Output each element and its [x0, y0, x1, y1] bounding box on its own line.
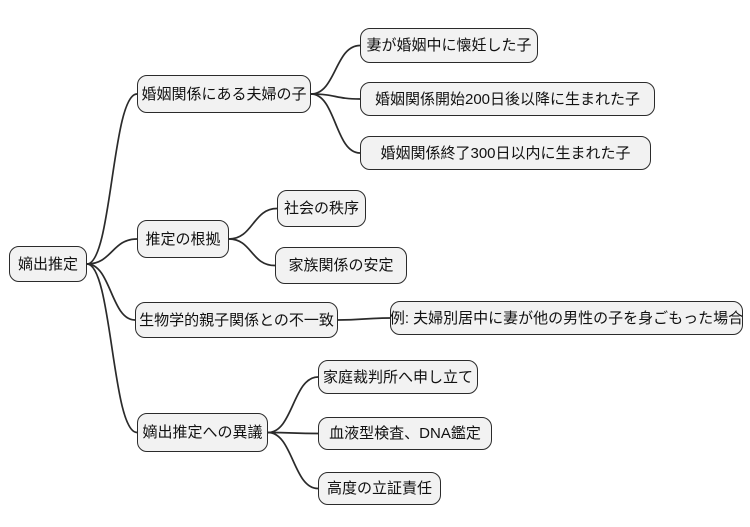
node-social-order: 社会の秩序: [277, 190, 366, 227]
edge-mismatch-to-example: [337, 317, 391, 321]
edge-objection-to-blood-dna: [267, 431, 319, 435]
node-basis-of-presumption: 推定の根拠: [137, 220, 229, 258]
node-family-stability: 家族関係の安定: [275, 247, 407, 284]
edge-root-to-objection: [86, 263, 138, 434]
edge-marital-to-200days: [310, 93, 361, 100]
node-objection-to-presumption: 嫡出推定への異議: [137, 413, 268, 452]
node-family-court-petition: 家庭裁判所へ申し立て: [318, 360, 478, 394]
edge-basis-to-social-order: [228, 207, 278, 240]
node-born-200-days-after-start: 婚姻関係開始200日後以降に生まれた子: [360, 82, 655, 116]
edge-marital-to-conceived: [310, 44, 361, 95]
edge-marital-to-300days: [310, 93, 361, 154]
edge-objection-to-burden-of-proof: [267, 431, 319, 490]
edge-root-to-marital-couple-child: [86, 93, 138, 265]
edge-root-to-basis-of-presumption: [86, 238, 138, 265]
node-example-separation-case: 例: 夫婦別居中に妻が他の男性の子を身ごもった場合: [390, 301, 743, 335]
node-marital-couple-child: 婚姻関係にある夫婦の子: [137, 75, 311, 113]
node-born-within-300-days-of-end: 婚姻関係終了300日以内に生まれた子: [360, 136, 651, 170]
edge-basis-to-family-stability: [228, 238, 276, 267]
node-conceived-during-marriage: 妻が婚姻中に懐妊した子: [360, 28, 538, 63]
node-blood-dna-test: 血液型検査、DNA鑑定: [318, 417, 492, 450]
node-burden-of-proof: 高度の立証責任: [318, 472, 441, 505]
node-biological-mismatch: 生物学的親子関係との不一致: [135, 302, 338, 338]
edge-objection-to-family-court: [267, 376, 319, 434]
edge-root-to-biological-mismatch: [86, 263, 136, 321]
node-root: 嫡出推定: [9, 246, 87, 282]
